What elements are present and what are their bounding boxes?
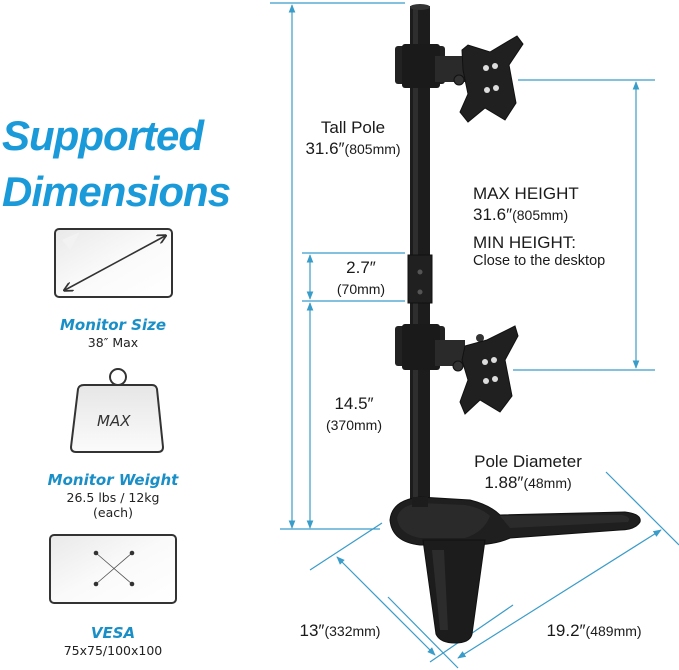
weight-icon-label: MAX xyxy=(97,412,131,430)
spec-label-vesa: VESA xyxy=(90,624,136,642)
spec-value-monitor-size: 38″ Max xyxy=(87,335,139,350)
dimension-lines xyxy=(270,2,679,669)
pole-diameter-label: Pole Diameter xyxy=(474,452,582,471)
base-depth-value: 13″ xyxy=(299,621,325,640)
gap-dimension: 2.7″ (70mm) xyxy=(318,257,404,300)
title-line-1: Supported xyxy=(2,112,204,159)
tall-pole-metric: (805mm) xyxy=(344,141,401,157)
lower-vesa-mount xyxy=(395,324,519,415)
tall-pole-dimension: Tall Pole 31.6″(805mm) xyxy=(298,117,408,160)
base-depth-metric: (332mm) xyxy=(324,623,381,639)
base-depth-dimension: 13″(332mm) xyxy=(290,620,390,642)
max-height-label: MAX HEIGHT xyxy=(473,184,579,203)
spec-value-vesa: 75x75/100x100 xyxy=(63,643,163,658)
max-height-value: 31.6″ xyxy=(473,205,513,224)
lower-dimension: 14.5″ (370mm) xyxy=(316,393,392,436)
base-width-value: 19.2″ xyxy=(546,621,586,640)
lower-value: 14.5″ xyxy=(334,394,374,413)
upper-vesa-mount xyxy=(395,35,524,123)
spec-value-monitor-weight: 26.5 lbs / 12kg xyxy=(66,490,160,505)
min-height-label: MIN HEIGHT: xyxy=(473,233,576,252)
max-height-block: MAX HEIGHT 31.6″(805mm) MIN HEIGHT: Clos… xyxy=(473,183,605,270)
base-width-dimension: 19.2″(489mm) xyxy=(532,620,656,642)
base-width-metric: (489mm) xyxy=(585,623,642,639)
tall-pole-label: Tall Pole xyxy=(320,118,386,137)
spec-label-monitor-size: Monitor Size xyxy=(60,316,166,334)
lower-metric: (370mm) xyxy=(325,417,382,433)
pole-diameter-block: Pole Diameter 1.88″(48mm) xyxy=(458,451,598,494)
vesa-pattern-icon xyxy=(49,534,177,604)
spec-value-monitor-weight-note: (each) xyxy=(93,505,133,520)
monitor-diagonal-icon xyxy=(54,228,173,298)
max-height-metric: (805mm) xyxy=(512,207,569,223)
min-height-value: Close to the desktop xyxy=(473,253,606,269)
pole-diameter-metric: (48mm) xyxy=(523,475,572,491)
title-line-2: Dimensions xyxy=(2,168,231,215)
gap-metric: (70mm) xyxy=(336,281,386,297)
tall-pole-value: 31.6″ xyxy=(305,139,345,158)
monitor-stand-illustration xyxy=(389,4,641,644)
spec-label-monitor-weight: Monitor Weight xyxy=(47,471,179,489)
stand-base xyxy=(389,496,641,644)
page-title: Supported Dimensions xyxy=(2,108,231,220)
gap-value: 2.7″ xyxy=(346,258,376,277)
weight-icon xyxy=(69,368,165,453)
pole-diameter-value: 1.88″ xyxy=(484,473,524,492)
